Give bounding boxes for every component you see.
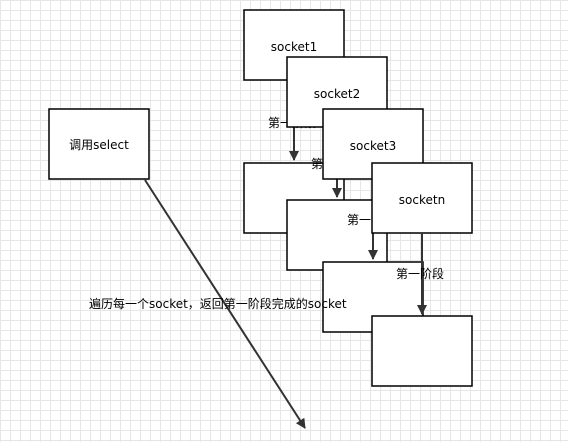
- socket1-label: socket1: [271, 40, 317, 54]
- select-label: 调用select: [69, 138, 129, 152]
- socketn-label: socketn: [399, 193, 445, 207]
- socketn-stage-box: [371, 315, 473, 387]
- traverse-arrow: [144, 179, 306, 429]
- select-group: 调用select: [48, 108, 150, 180]
- socketn-stage-label: 第一阶段: [396, 266, 444, 281]
- traverse-label: 遍历每一个socket，返回第一阶段完成的socket: [89, 296, 347, 311]
- select-box: [48, 108, 150, 180]
- socket3-label: socket3: [350, 139, 396, 153]
- socket2-label: socket2: [314, 87, 360, 101]
- socketn-group: socketn 第一阶段: [371, 162, 473, 387]
- socketn-box: [371, 162, 473, 234]
